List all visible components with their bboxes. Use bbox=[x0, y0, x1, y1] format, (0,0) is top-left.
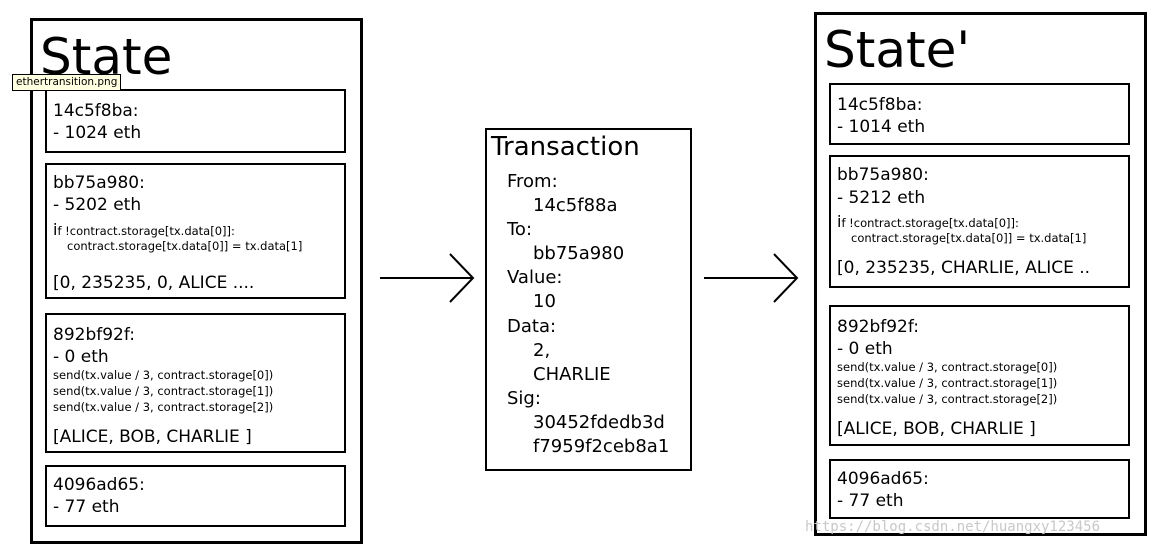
account-balance: - 0 eth bbox=[53, 347, 109, 367]
tx-data-value: CHARLIE bbox=[533, 364, 611, 385]
contract-code-line: send(tx.value / 3, contract.storage[2]) bbox=[837, 392, 1058, 406]
tx-value-value: 10 bbox=[533, 291, 556, 312]
right-state-title: State' bbox=[824, 21, 971, 79]
contract-storage: [0, 235235, CHARLIE, ALICE .. bbox=[837, 258, 1091, 278]
contract-code-line: contract.storage[tx.data[0]] = tx.data[1… bbox=[67, 239, 303, 253]
right-account-892bf92f: 892bf92f: - 0 eth send(tx.value / 3, con… bbox=[829, 305, 1130, 446]
left-account-4096ad65: 4096ad65: - 77 eth bbox=[45, 465, 346, 527]
contract-code-line: contract.storage[tx.data[0]] = tx.data[1… bbox=[851, 231, 1087, 245]
left-account-14c5f8ba: 14c5f8ba: - 1024 eth bbox=[45, 89, 346, 153]
left-state-panel: State 14c5f8ba: - 1024 eth bb75a980: - 5… bbox=[30, 18, 363, 544]
tx-from-label: From: bbox=[507, 171, 558, 192]
account-balance: - 1024 eth bbox=[53, 123, 142, 143]
account-address: 14c5f8ba: bbox=[53, 101, 139, 121]
contract-storage: [ALICE, BOB, CHARLIE ] bbox=[837, 419, 1036, 439]
tx-from-value: 14c5f88a bbox=[533, 195, 618, 216]
account-balance: - 77 eth bbox=[837, 491, 904, 511]
contract-code-line: send(tx.value / 3, contract.storage[1]) bbox=[53, 384, 274, 398]
account-address: 892bf92f: bbox=[53, 325, 135, 345]
tx-value-label: Value: bbox=[507, 267, 563, 288]
contract-code-line: send(tx.value / 3, contract.storage[1]) bbox=[837, 376, 1058, 390]
tx-data-label: Data: bbox=[507, 316, 557, 337]
tx-sig-value: 30452fdedb3d bbox=[533, 412, 665, 433]
account-balance: - 5212 eth bbox=[837, 188, 926, 208]
account-address: 4096ad65: bbox=[837, 469, 929, 489]
account-balance: - 5202 eth bbox=[53, 195, 142, 215]
account-address: 14c5f8ba: bbox=[837, 95, 923, 115]
contract-storage: [ALICE, BOB, CHARLIE ] bbox=[53, 427, 252, 447]
right-account-bb75a980: bb75a980: - 5212 eth if !contract.storag… bbox=[829, 155, 1130, 288]
transaction-title: Transaction bbox=[491, 132, 640, 162]
right-state-panel: State' 14c5f8ba: - 1014 eth bb75a980: - … bbox=[814, 12, 1147, 536]
filename-tooltip: ethertransition.png bbox=[12, 74, 122, 91]
transaction-panel: Transaction From: 14c5f88a To: bb75a980 … bbox=[485, 128, 692, 471]
tx-to-label: To: bbox=[507, 219, 533, 240]
tx-sig-label: Sig: bbox=[507, 388, 541, 409]
account-address: bb75a980: bbox=[837, 165, 929, 185]
tx-sig-value: f7959f2ceb8a1 bbox=[533, 436, 670, 457]
tx-to-value: bb75a980 bbox=[533, 243, 625, 264]
contract-code-line: send(tx.value / 3, contract.storage[0]) bbox=[837, 360, 1058, 374]
right-account-4096ad65: 4096ad65: - 77 eth bbox=[829, 459, 1130, 519]
left-account-bb75a980: bb75a980: - 5202 eth if !contract.storag… bbox=[45, 163, 346, 299]
arrow-right-icon bbox=[380, 253, 475, 303]
account-balance: - 1014 eth bbox=[837, 117, 926, 137]
contract-code-line: if !contract.storage[tx.data[0]]: bbox=[53, 220, 235, 239]
tx-data-value: 2, bbox=[533, 340, 551, 361]
left-account-892bf92f: 892bf92f: - 0 eth send(tx.value / 3, con… bbox=[45, 313, 346, 453]
watermark: https://blog.csdn.net/huangxy123456 bbox=[805, 519, 1101, 535]
account-balance: - 0 eth bbox=[837, 339, 893, 359]
account-address: bb75a980: bbox=[53, 173, 145, 193]
contract-storage: [0, 235235, 0, ALICE .... bbox=[53, 273, 255, 293]
arrow-right-icon bbox=[704, 253, 799, 303]
account-address: 4096ad65: bbox=[53, 475, 145, 495]
contract-code-line: send(tx.value / 3, contract.storage[0]) bbox=[53, 368, 274, 382]
right-account-14c5f8ba: 14c5f8ba: - 1014 eth bbox=[829, 83, 1130, 145]
contract-code-line: send(tx.value / 3, contract.storage[2]) bbox=[53, 400, 274, 414]
left-state-title: State bbox=[40, 28, 173, 86]
contract-code-line: if !contract.storage[tx.data[0]]: bbox=[837, 212, 1019, 231]
account-balance: - 77 eth bbox=[53, 497, 120, 517]
account-address: 892bf92f: bbox=[837, 317, 919, 337]
